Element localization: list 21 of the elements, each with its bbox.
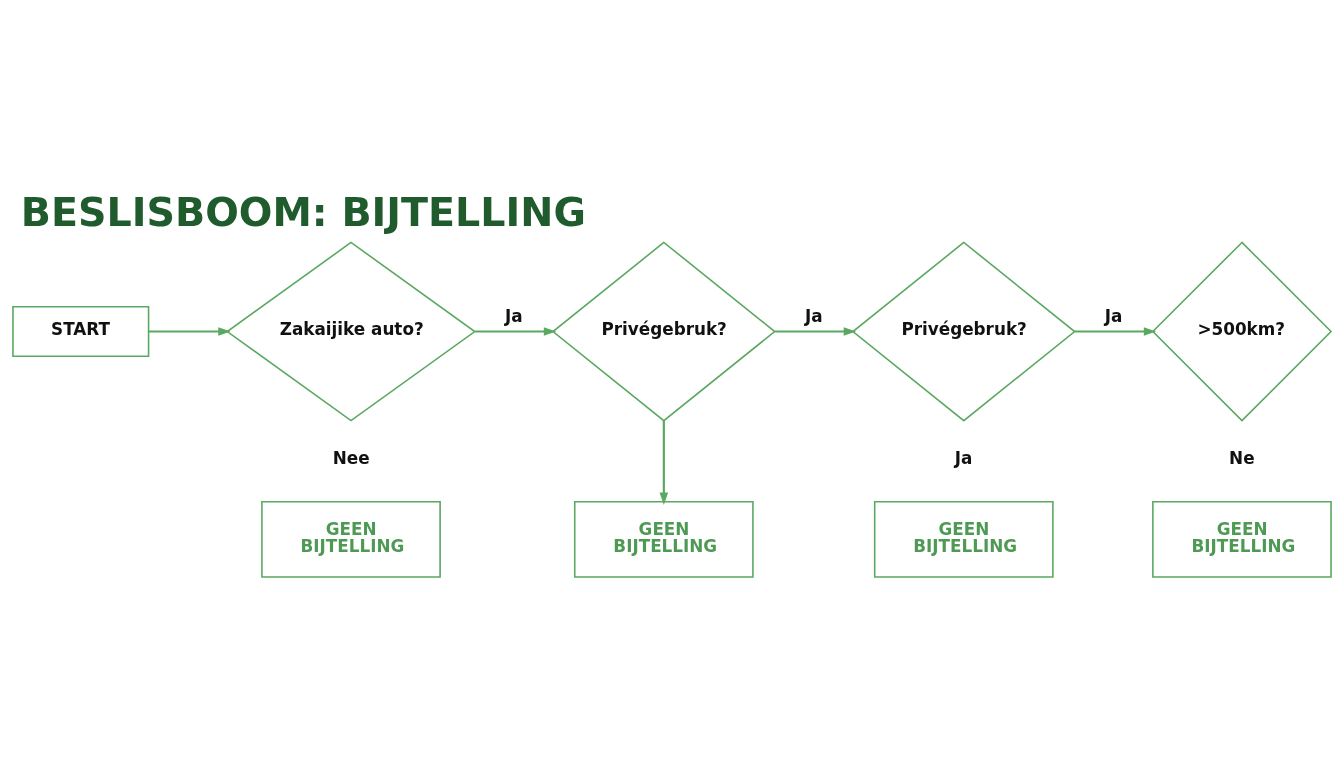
edge-label: Ja: [1104, 306, 1123, 327]
diagram-title: BESLISBOOM: BIJTELLING: [20, 188, 586, 235]
node-diamond: Zakaijike auto?: [225, 241, 477, 422]
arrow: [475, 327, 557, 336]
node-box: GEEN BIJTELLING: [873, 501, 1054, 578]
node-box: START: [12, 306, 150, 358]
node-diamond: >500km?: [1151, 241, 1333, 422]
label: Ja: [954, 448, 973, 469]
node-box: GEEN BIJTELLING: [1152, 501, 1332, 578]
edge-label: Ja: [504, 306, 523, 327]
node-box: GEEN BIJTELLING: [261, 501, 441, 578]
arrow: [659, 420, 669, 505]
arrow: [148, 327, 231, 336]
label: Ne: [1229, 448, 1255, 469]
node-diamond: Privégebruk?: [551, 241, 776, 422]
node-diamond: Privégebruk?: [851, 241, 1076, 422]
label: Nee: [332, 448, 370, 469]
edge-label: Ja: [804, 306, 823, 327]
arrow: [775, 327, 856, 336]
node-box: GEEN BIJTELLING: [573, 501, 754, 578]
arrow: [1074, 327, 1157, 336]
